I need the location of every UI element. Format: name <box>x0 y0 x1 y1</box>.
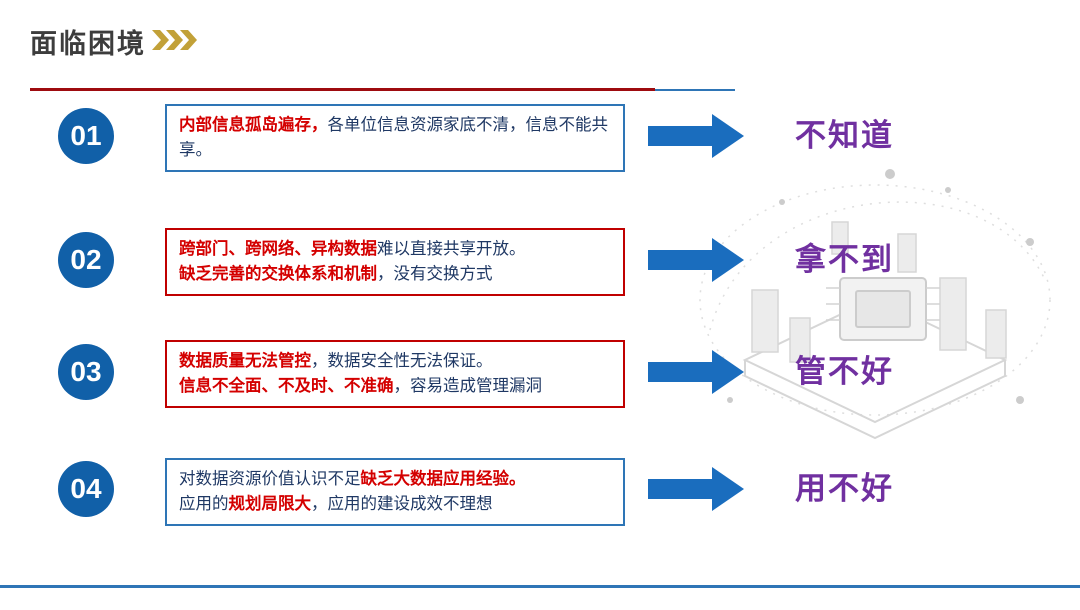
page-title: 面临困境 <box>30 29 146 59</box>
step-number-badge: 02 <box>58 232 114 288</box>
step-number-badge: 01 <box>58 108 114 164</box>
smart-city-watermark <box>699 169 1051 440</box>
issue-box: 数据质量无法管控，数据安全性无法保证。 信息不全面、不及时、不准确，容易造成管理… <box>165 340 625 408</box>
right-arrow-icon <box>648 467 744 511</box>
result-label: 拿不到 <box>795 242 894 277</box>
title-chevrons-icon <box>152 30 198 55</box>
result-label: 不知道 <box>795 118 894 153</box>
issue-text: 跨部门、跨网络、异构数据难以直接共享开放。 <box>179 237 611 262</box>
result-label: 管不好 <box>795 354 894 389</box>
issue-text-segment: 缺乏大数据应用经验。 <box>360 470 526 488</box>
step-number: 04 <box>70 473 102 504</box>
step-number: 03 <box>70 356 102 387</box>
footer-divider <box>0 585 1080 588</box>
issue-text-segment: ，容易造成管理漏洞 <box>393 376 543 395</box>
divider-red <box>30 88 655 91</box>
right-arrow-icon <box>648 238 744 282</box>
issue-text-segment: ，数据安全性无法保证。 <box>311 352 493 370</box>
issue-text: 数据质量无法管控，数据安全性无法保证。 <box>179 349 611 374</box>
right-arrow-icon <box>648 350 744 394</box>
issue-box: 跨部门、跨网络、异构数据难以直接共享开放。 缺乏完善的交换体系和机制，没有交换方… <box>165 228 625 296</box>
issue-text-segment: 难以直接共享开放。 <box>377 240 526 258</box>
issue-text-segment: 对数据资源价值认识不足 <box>179 470 361 488</box>
issue-text-segment: 数据质量无法管控 <box>179 352 311 370</box>
issue-text-segment: 应用的 <box>179 494 229 513</box>
issue-text: 应用的规划局限大，应用的建设成效不理想 <box>179 492 611 517</box>
issue-text: 内部信息孤岛遍存，各单位信息资源家底不清，信息不能共享。 <box>179 113 611 163</box>
issue-text-segment: 跨部门、跨网络、异构数据 <box>179 240 377 258</box>
issue-text: 对数据资源价值认识不足缺乏大数据应用经验。 <box>179 467 611 492</box>
issue-text-segment: ，没有交换方式 <box>377 264 493 283</box>
issue-text: 信息不全面、不及时、不准确，容易造成管理漏洞 <box>179 374 611 399</box>
issue-box: 对数据资源价值认识不足缺乏大数据应用经验。 应用的规划局限大，应用的建设成效不理… <box>165 458 625 526</box>
issue-text-segment: 内部信息孤岛遍存， <box>179 116 328 134</box>
step-number-badge: 03 <box>58 344 114 400</box>
issue-text-segment: 缺乏完善的交换体系和机制 <box>179 264 377 283</box>
right-arrow-icon <box>648 114 744 158</box>
result-label: 用不好 <box>795 471 894 506</box>
issue-text-segment: 规划局限大 <box>228 494 312 513</box>
issue-text-segment: 各单位信息资源家底不清，信息不能共享。 <box>179 116 608 159</box>
step-number: 02 <box>70 244 102 275</box>
issue-text: 缺乏完善的交换体系和机制，没有交换方式 <box>179 262 611 287</box>
step-number-badge: 04 <box>58 461 114 517</box>
divider-blue <box>655 89 735 91</box>
issue-box: 内部信息孤岛遍存，各单位信息资源家底不清，信息不能共享。 <box>165 104 625 172</box>
issue-text-segment: ，应用的建设成效不理想 <box>311 494 493 513</box>
step-number: 01 <box>70 120 102 151</box>
issue-text-segment: 信息不全面、不及时、不准确 <box>179 376 394 395</box>
